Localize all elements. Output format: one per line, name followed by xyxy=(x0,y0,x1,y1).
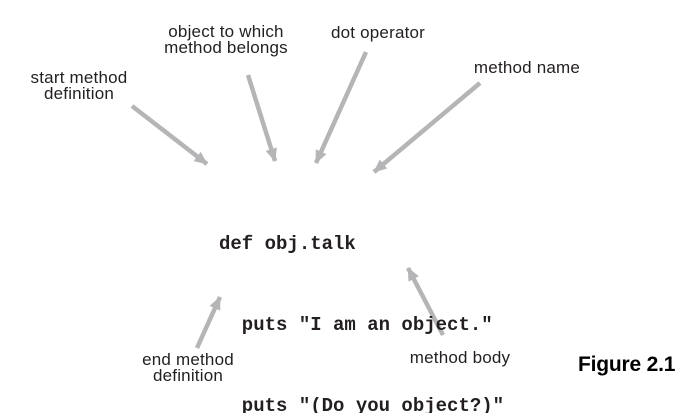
arrow-start-method-definition xyxy=(130,104,209,166)
arrow-end-method-definition xyxy=(194,296,223,349)
code-snippet: def obj.talk puts "I am an object." puts… xyxy=(219,177,504,413)
arrow-object-to-which-method-belongs xyxy=(245,74,278,162)
arrow-method-name xyxy=(372,81,482,174)
code-line-def: def obj.talk xyxy=(219,233,356,255)
code-line-puts-1: puts "I am an object." xyxy=(219,314,493,336)
label-end-method-definition: end method definition xyxy=(142,350,234,385)
label-start-method-definition: start method definition xyxy=(30,68,128,103)
label-object-to-which-method-belongs: object to which method belongs xyxy=(164,22,288,57)
label-method-name: method name xyxy=(473,58,581,77)
arrow-method-body xyxy=(406,266,445,337)
label-method-body: method body xyxy=(409,348,511,367)
label-dot-operator: dot operator xyxy=(330,23,426,42)
figure-caption: Figure 2.1 xyxy=(578,353,676,376)
code-line-puts-2: puts "(Do you object?)" xyxy=(219,395,505,413)
arrow-dot-operator xyxy=(313,51,369,164)
